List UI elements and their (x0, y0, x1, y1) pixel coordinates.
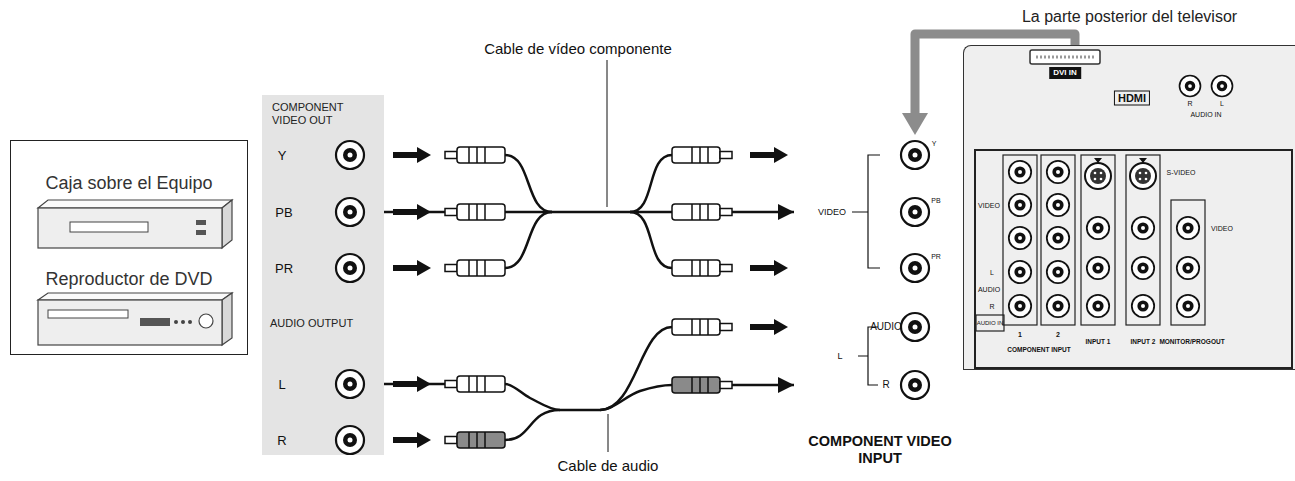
cable-label: Cable de audio (558, 458, 659, 473)
jack-label: R (989, 303, 994, 310)
panel-heading: La parte posterior del televisor (1022, 8, 1237, 26)
dvd-player (38, 293, 232, 345)
jack-label: PR (275, 262, 293, 275)
jack-label: PR (931, 253, 941, 260)
cable-plugs (393, 147, 788, 448)
port-label: COMPONENT INPUT (1007, 347, 1071, 354)
port-label: VIDEO (978, 202, 1000, 209)
jack-label: PB (931, 197, 940, 204)
jack-label: L (1220, 100, 1224, 107)
jack-label: L (990, 269, 994, 276)
set-top-box (38, 200, 232, 248)
node-text: AUDIO OUTPUT (270, 317, 353, 330)
jack-label: L (278, 378, 285, 391)
port-label: AUDIO IN (977, 320, 1004, 326)
hdmi-logo: HDMI (1114, 91, 1150, 106)
port-label: INPUT 2 (1131, 339, 1156, 346)
port-label: MONITOR/PROGOUT (1159, 339, 1224, 346)
input-jacks (901, 141, 929, 399)
node-text: Caja sobre el Equipo (45, 173, 212, 194)
input-group: COMPONENT VIDEO INPUT (794, 135, 966, 475)
leader-line (607, 60, 608, 452)
jack-label: R (882, 380, 889, 390)
jack-label: PB (275, 206, 292, 219)
port-label: S-VIDEO (1167, 169, 1196, 176)
port-label: AUDIO IN (1190, 111, 1221, 118)
jack-label: R (1187, 100, 1192, 107)
node-text: Reproductor de DVD (45, 269, 212, 290)
port-number: 1 (1018, 331, 1022, 338)
jack-label: R (277, 434, 286, 447)
output-panel (262, 95, 384, 455)
port-number: 2 (1056, 331, 1060, 338)
tv-back-panel (963, 45, 1295, 370)
port-label: INPUT 1 (1086, 339, 1111, 346)
node-text: COMPONENT VIDEO OUT (272, 101, 352, 126)
cable-wires (505, 155, 672, 440)
cable-label: Cable de vídeo componente (484, 41, 672, 56)
bracket (852, 155, 880, 385)
jack-label: Y (932, 140, 937, 147)
jack-label: AUDIO (870, 322, 902, 332)
group-label: VIDEO (818, 208, 846, 217)
group-label: L (837, 352, 842, 361)
port-label: AUDIO (978, 286, 1000, 293)
jack-label: Y (278, 149, 287, 162)
node-text: COMPONENT VIDEO INPUT (802, 433, 958, 466)
device-box: Caja sobre el EquipoReproductor de DVD (10, 140, 248, 355)
port-label: DVI IN (1049, 67, 1081, 79)
port-label: VIDEO (1211, 225, 1233, 232)
